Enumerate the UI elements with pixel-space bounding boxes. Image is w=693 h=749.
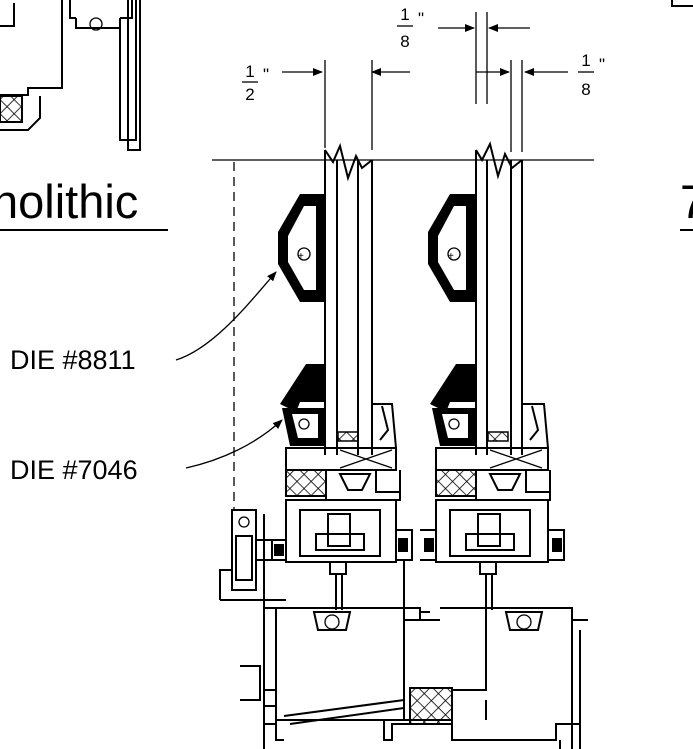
dimension-eighth-inch-top: 1 8 " (397, 5, 530, 104)
heading-right-partial: 7 (680, 175, 693, 228)
svg-text:": " (599, 55, 605, 74)
svg-text:+: + (448, 251, 454, 262)
left-sash-glazing: + (278, 142, 401, 610)
left-frame-side (219, 509, 404, 725)
die-8811-leader (175, 271, 277, 361)
right-sash-glazing: + (428, 141, 551, 610)
die-8811-label: DIE #8811 (10, 345, 136, 375)
die-7046-leader (185, 419, 283, 469)
heading-partial: nolithic (0, 175, 138, 228)
gasket-icon (0, 95, 23, 123)
dimension-eighth-inch-right: 1 8 " (476, 51, 605, 152)
dimension-half-inch: 1 2 " (242, 60, 410, 150)
svg-text:": " (263, 65, 269, 84)
svg-text:1: 1 (400, 5, 409, 24)
svg-text:2: 2 (245, 85, 254, 104)
svg-text:+: + (298, 251, 304, 262)
gasket-icon (409, 687, 453, 725)
sill-frame (240, 607, 588, 749)
svg-text:1: 1 (581, 51, 590, 70)
svg-text:8: 8 (581, 80, 590, 99)
center-interlock (272, 529, 565, 621)
svg-text:1: 1 (245, 62, 254, 81)
svg-text:": " (418, 9, 424, 28)
partial-frame-detail-top-left (0, 0, 141, 151)
die-7046-label: DIE #7046 (10, 455, 138, 485)
svg-text:8: 8 (400, 32, 409, 51)
